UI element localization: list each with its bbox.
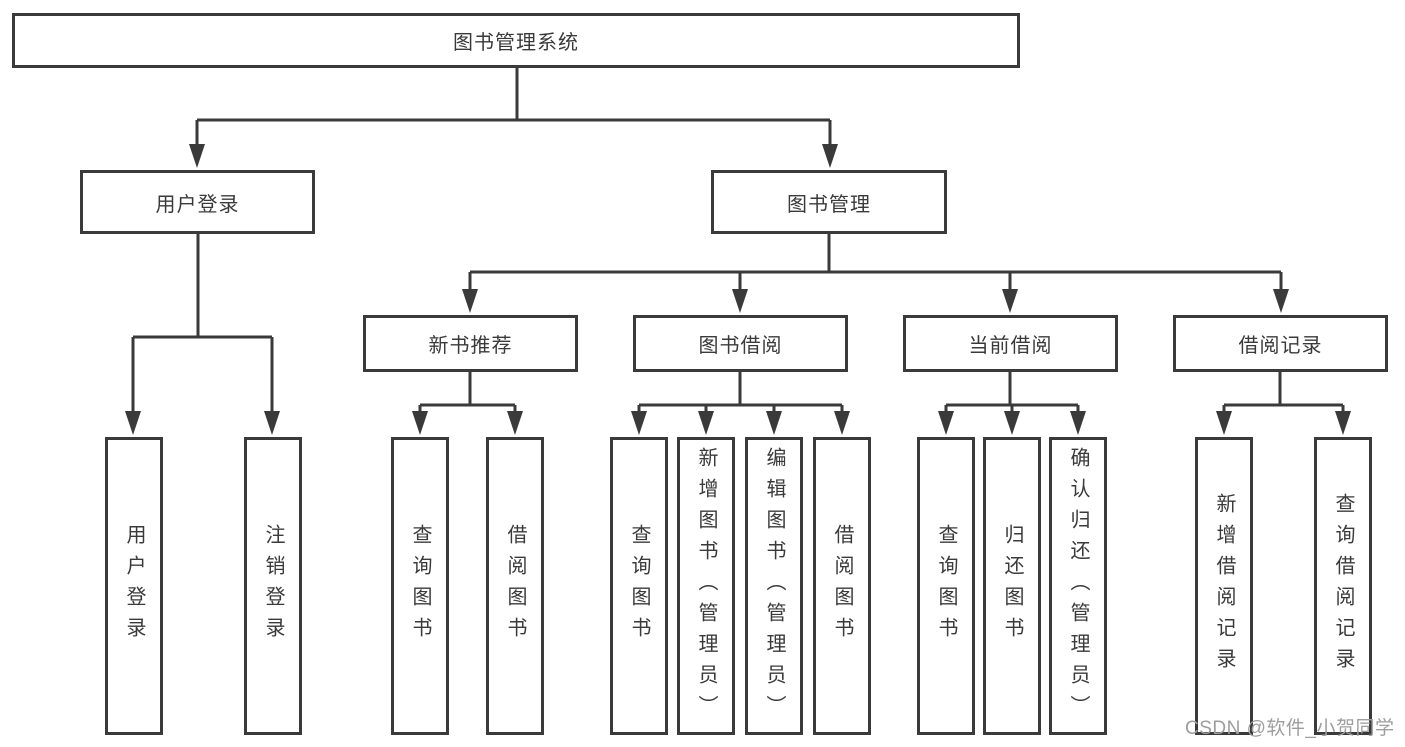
arrowhead-down-icon [822, 144, 838, 168]
node-leaf-borrow-books-1: 借阅图书 [486, 437, 544, 735]
arrowhead-down-icon [1216, 411, 1232, 435]
node-leaf-user-login: 用户登录 [105, 437, 163, 735]
arrowhead-down-icon [412, 411, 428, 435]
node-leaf-query-books-2: 查询图书 [610, 437, 668, 735]
arrowhead-down-icon [507, 411, 523, 435]
arrowhead-down-icon [698, 411, 714, 435]
node-book-management: 图书管理 [711, 170, 947, 234]
node-user-login: 用户登录 [80, 170, 315, 234]
node-leaf-borrow-books-2: 借阅图书 [813, 437, 871, 735]
arrowhead-down-icon [125, 411, 141, 435]
arrowhead-down-icon [462, 289, 478, 313]
arrowhead-down-icon [1335, 411, 1351, 435]
arrowhead-down-icon [1273, 289, 1289, 313]
node-book-borrowing: 图书借阅 [633, 315, 848, 372]
arrowhead-down-icon [631, 411, 647, 435]
connector-paths [131, 68, 1345, 415]
node-leaf-edit-books-admin: 编辑图书（管理员） [745, 437, 803, 735]
node-leaf-logout: 注销登录 [244, 437, 302, 735]
arrowhead-down-icon [1070, 411, 1086, 435]
node-root-library-system: 图书管理系统 [12, 13, 1020, 68]
node-leaf-add-books-admin: 新增图书（管理员） [677, 437, 735, 735]
connector-root-to-level2 [195, 68, 832, 148]
arrowhead-down-icon [834, 411, 850, 435]
node-current-borrowing: 当前借阅 [903, 315, 1118, 372]
arrowhead-down-icon [189, 144, 205, 168]
arrowheads [125, 144, 1351, 435]
node-borrowing-records: 借阅记录 [1173, 315, 1388, 372]
connector-newbooks-to-children [418, 372, 517, 415]
node-leaf-confirm-return-admin: 确认归还（管理员） [1049, 437, 1107, 735]
connector-current-to-children [944, 372, 1080, 415]
arrowhead-down-icon [766, 411, 782, 435]
arrowhead-down-icon [1004, 411, 1020, 435]
connector-records-to-children [1222, 372, 1345, 415]
node-leaf-query-borrow-record: 查询借阅记录 [1314, 437, 1372, 735]
watermark: CSDN @软件_小贺同学 [1185, 718, 1395, 739]
node-leaf-query-books-1: 查询图书 [391, 437, 449, 735]
arrowhead-down-icon [732, 289, 748, 313]
connector-bookmgmt-to-level3 [468, 234, 1283, 293]
connector-borrow-to-children [637, 372, 844, 415]
connector-userlogin-to-children [131, 234, 274, 415]
node-leaf-query-books-3: 查询图书 [917, 437, 975, 735]
node-leaf-add-borrow-record: 新增借阅记录 [1195, 437, 1253, 735]
node-new-book-recommend: 新书推荐 [363, 315, 578, 372]
arrowhead-down-icon [264, 411, 280, 435]
arrowhead-down-icon [1002, 289, 1018, 313]
arrowhead-down-icon [938, 411, 954, 435]
node-leaf-return-books: 归还图书 [983, 437, 1041, 735]
